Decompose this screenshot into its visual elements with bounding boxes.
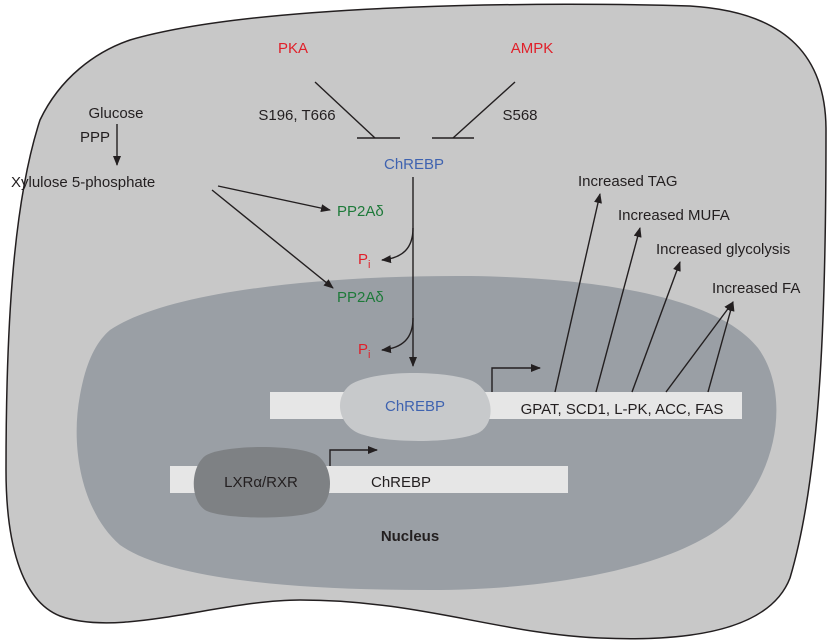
increased-fa-label: Increased FA <box>712 280 800 297</box>
xylulose-to-pp2a-cyto-arrow <box>217 185 331 213</box>
ampk-label: AMPK <box>511 40 554 57</box>
chrebp-protein-blob <box>339 373 491 441</box>
chrebp-cytoplasm-label: ChREBP <box>384 156 444 173</box>
pka-sites-label: S196, T666 <box>258 107 335 124</box>
increased-tag-label: Increased TAG <box>578 173 678 190</box>
fas-to-fa-arrow <box>707 301 735 393</box>
scd1-to-mufa-arrow <box>595 227 642 393</box>
ppp-label: PPP <box>80 129 110 146</box>
chrebp-gene-label: ChREBP <box>371 474 431 491</box>
transcription-arrow-targets <box>491 364 541 392</box>
lxr-rxr-label: LXRα/RXR <box>224 474 298 491</box>
dephosphorylation-arrow-2 <box>381 317 414 354</box>
pp2a-nucleus-label: PP2Aδ <box>337 289 384 306</box>
xylulose-label: Xylulose 5-phosphate <box>11 174 155 191</box>
increased-mufa-label: Increased MUFA <box>618 207 730 224</box>
pp2a-cytoplasm-label: PP2Aδ <box>337 203 384 220</box>
gpat-to-tag-arrow <box>554 193 602 393</box>
lpk-to-glycolysis-arrow <box>631 261 681 393</box>
dephosphorylation-arrow-1 <box>381 227 414 264</box>
increased-glycolysis-label: Increased glycolysis <box>656 241 790 258</box>
pka-inhibition-line <box>314 81 376 139</box>
pka-label: PKA <box>278 40 308 57</box>
lxr-rxr-blob <box>193 447 330 518</box>
ampk-site-label: S568 <box>502 107 537 124</box>
xylulose-to-pp2a-nuc-arrow <box>211 189 334 289</box>
transcription-arrow-chrebp <box>329 446 378 466</box>
glucose-label: Glucose <box>88 105 143 122</box>
phosphate-label-2: Pi <box>358 341 370 361</box>
target-genes-label: GPAT, SCD1, L-PK, ACC, FAS <box>521 401 724 418</box>
nucleus-label: Nucleus <box>381 528 439 545</box>
ampk-inhibition-line <box>452 81 516 139</box>
phosphate-label-1: Pi <box>358 251 370 271</box>
acc-to-fa-arrow <box>665 301 734 393</box>
chrebp-bound-label: ChREBP <box>385 398 445 415</box>
